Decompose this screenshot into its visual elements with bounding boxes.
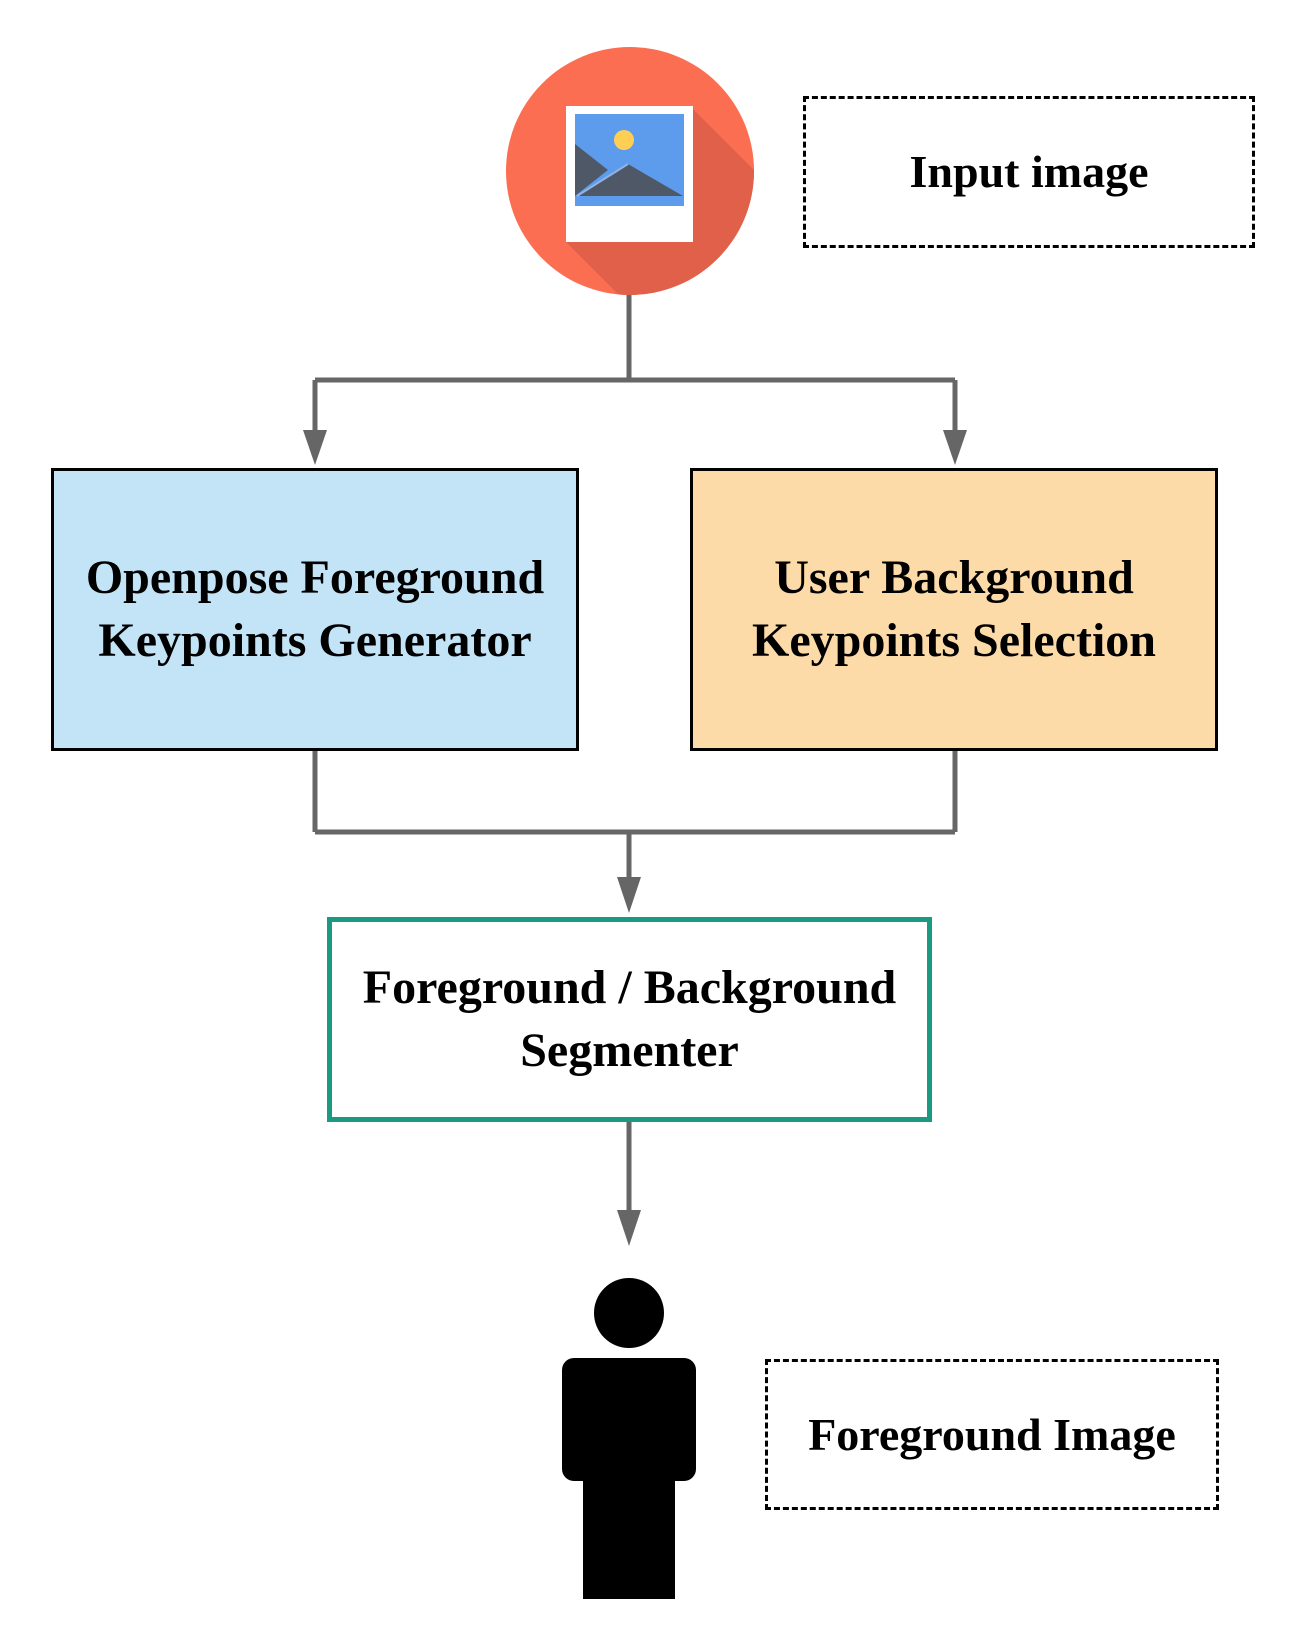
arrow-head-user [943,430,967,465]
image-icon [506,47,754,295]
input-image-label: Input image [803,96,1255,248]
arrow-head-openpose [303,430,327,465]
user-background-keypoints-text: User Background Keypoints Selection [752,551,1156,667]
openpose-keypoints-node: Openpose Foreground Keypoints Generator [51,468,579,751]
foreground-image-label-text: Foreground Image [808,1408,1176,1460]
person-icon-head [594,1278,664,1348]
arrow-head-segmenter [617,877,641,913]
arrow-head-output [617,1210,641,1246]
image-icon-sun [614,130,634,150]
image-icon-mountain-left [575,144,608,196]
person-icon-legs [583,1468,675,1599]
user-background-keypoints-node: User Background Keypoints Selection [690,468,1218,751]
image-icon-mountain-right [577,164,683,196]
image-icon-shadow [566,109,754,295]
foreground-image-label: Foreground Image [765,1359,1219,1510]
segmenter-node: Foreground / Background Segmenter [327,917,932,1122]
input-image-label-text: Input image [909,146,1149,198]
person-icon-torso [562,1358,696,1481]
segmenter-text: Foreground / Background Segmenter [362,961,897,1077]
person-icon [562,1278,696,1599]
openpose-keypoints-text: Openpose Foreground Keypoints Generator [85,551,545,667]
